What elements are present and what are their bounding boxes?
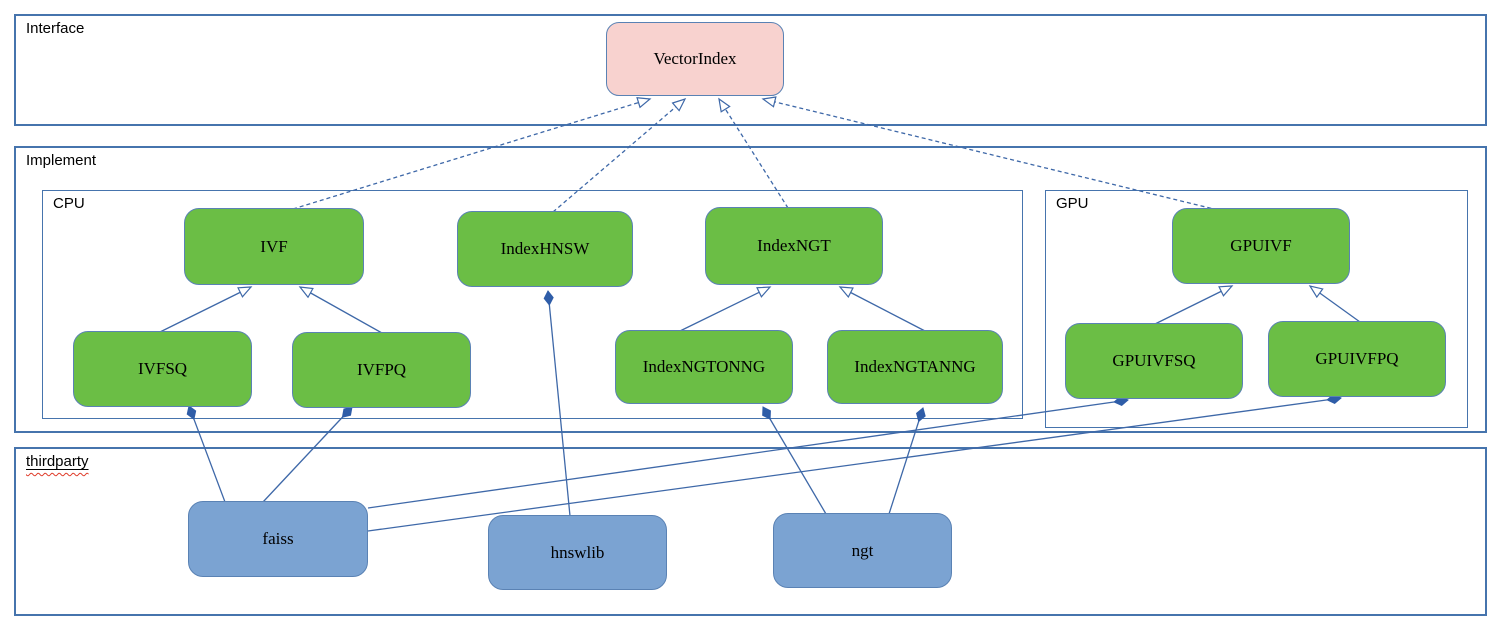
node-ivf[interactable]: IVF bbox=[184, 208, 364, 285]
implement-label: Implement bbox=[26, 152, 97, 169]
node-vectorindex-label: VectorIndex bbox=[653, 49, 737, 68]
node-indexhnsw[interactable]: IndexHNSW bbox=[457, 211, 633, 287]
node-indexngtanng[interactable]: IndexNGTANNG bbox=[827, 330, 1003, 404]
node-gpuivfsq[interactable]: GPUIVFSQ bbox=[1065, 323, 1243, 399]
node-gpuivfsq-label: GPUIVFSQ bbox=[1112, 351, 1196, 370]
interface-label: Interface bbox=[26, 20, 85, 37]
node-indexngt[interactable]: IndexNGT bbox=[705, 207, 883, 285]
node-faiss[interactable]: faiss bbox=[188, 501, 368, 577]
node-gpuivfpq-label: GPUIVFPQ bbox=[1315, 349, 1399, 368]
node-ngt-label: ngt bbox=[851, 540, 874, 560]
node-vectorindex[interactable]: VectorIndex bbox=[606, 22, 784, 96]
node-gpuivfpq[interactable]: GPUIVFPQ bbox=[1268, 321, 1446, 397]
node-ivfpq-label: IVFPQ bbox=[356, 360, 407, 379]
node-indexngt-label: IndexNGT bbox=[757, 236, 831, 255]
thirdparty-label: thirdparty bbox=[26, 453, 89, 470]
gpu-label: GPU bbox=[1056, 195, 1089, 212]
node-ivf-label: IVF bbox=[260, 236, 288, 256]
node-indexngtonng-label: IndexNGTONNG bbox=[642, 357, 766, 376]
node-ivfsq[interactable]: IVFSQ bbox=[73, 331, 252, 407]
node-faiss-label: faiss bbox=[262, 529, 294, 548]
cpu-label: CPU bbox=[53, 195, 85, 212]
node-gpuivf-label: GPUIVF bbox=[1230, 236, 1292, 255]
node-indexngtonng[interactable]: IndexNGTONNG bbox=[615, 330, 793, 404]
node-ivfsq-label: IVFSQ bbox=[137, 359, 188, 378]
thirdparty-label-text: thirdparty bbox=[26, 453, 89, 470]
node-gpuivf[interactable]: GPUIVF bbox=[1172, 208, 1350, 284]
node-indexngtanng-label: IndexNGTANNG bbox=[854, 357, 976, 376]
node-hnswlib[interactable]: hnswlib bbox=[488, 515, 667, 590]
node-indexhnsw-label: IndexHNSW bbox=[500, 239, 590, 258]
node-ngt[interactable]: ngt bbox=[773, 513, 952, 588]
node-ivfpq[interactable]: IVFPQ bbox=[292, 332, 471, 408]
node-hnswlib-label: hnswlib bbox=[550, 542, 605, 562]
